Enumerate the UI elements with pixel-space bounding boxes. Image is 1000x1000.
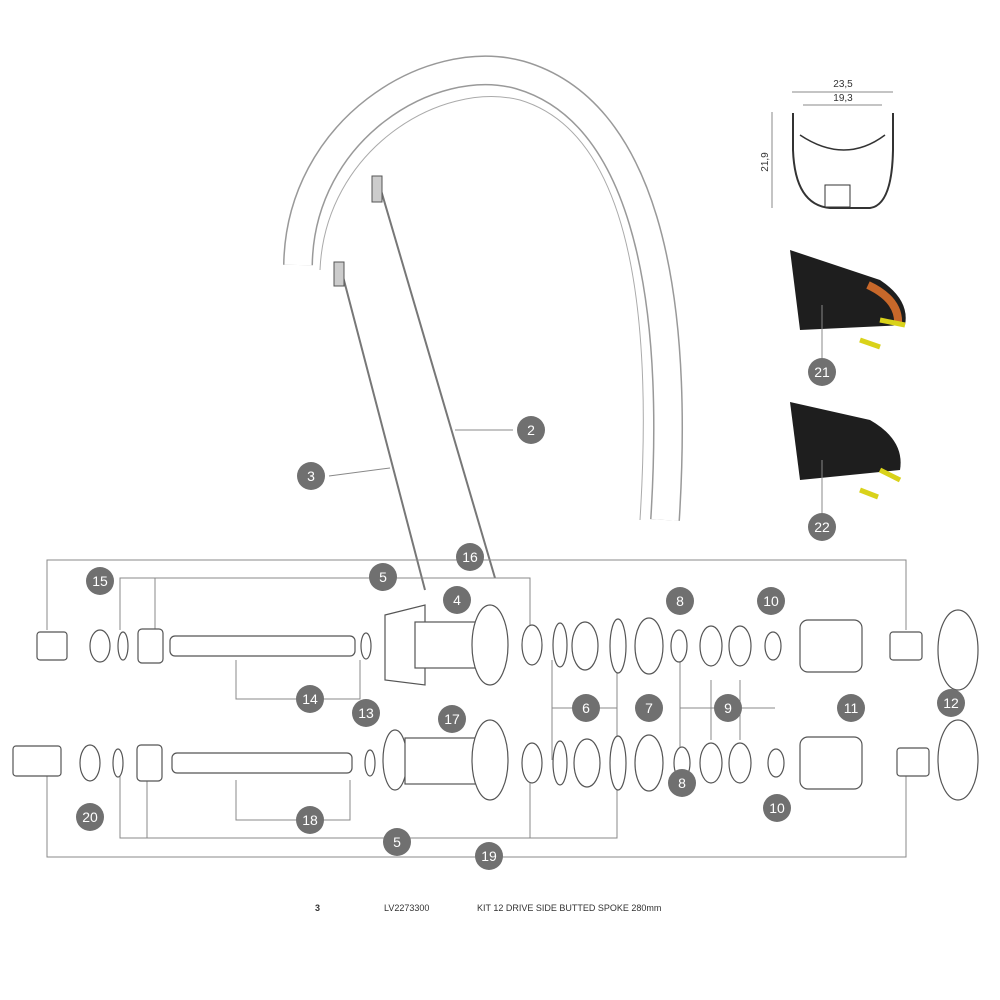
- callout-number: 11: [844, 700, 859, 716]
- callout-9: 9: [714, 694, 742, 722]
- parts-list-description: KIT 12 DRIVE SIDE BUTTED SPOKE 280mm: [477, 903, 662, 913]
- callout-number: 19: [481, 848, 497, 864]
- rim: [283, 55, 683, 521]
- callout-circle: [443, 586, 471, 614]
- callout-14: 14: [296, 685, 324, 713]
- callout-17: 17: [438, 705, 466, 733]
- callout-circle: [763, 794, 791, 822]
- callout-circle: [296, 806, 324, 834]
- rim-profile: 23,5 19,3 21,9: [760, 79, 894, 209]
- callout-circle: [937, 689, 965, 717]
- callout-8: 8: [666, 587, 694, 615]
- callout-18: 18: [296, 806, 324, 834]
- callout-5: 5: [369, 563, 397, 591]
- callout-number: 9: [724, 700, 732, 716]
- tire-22: [790, 402, 902, 500]
- callout-number: 5: [393, 834, 401, 850]
- callout-circle: [808, 358, 836, 386]
- hub-parts-top: [36, 604, 979, 691]
- callout-number: 13: [358, 705, 374, 721]
- callout-16: 16: [456, 543, 484, 571]
- callout-circle: [438, 705, 466, 733]
- callout-circle: [369, 563, 397, 591]
- callout-number: 10: [763, 593, 779, 609]
- callout-circle: [352, 699, 380, 727]
- callout-6: 6: [572, 694, 600, 722]
- callout-circle: [837, 694, 865, 722]
- callout-number: 6: [582, 700, 590, 716]
- callout-number: 10: [769, 800, 785, 816]
- callout-circle: [757, 587, 785, 615]
- callout-circle: [517, 416, 545, 444]
- callout-number: 15: [92, 573, 108, 589]
- callout-19: 19: [475, 842, 503, 870]
- callout-number: 16: [462, 549, 478, 565]
- callout-10: 10: [757, 587, 785, 615]
- callout-circle: [383, 828, 411, 856]
- callout-circle: [86, 567, 114, 595]
- callout-20: 20: [76, 803, 104, 831]
- tire-21: [790, 250, 906, 350]
- callout-circle: [475, 842, 503, 870]
- rim-height: 21,9: [760, 152, 771, 172]
- callout-circle: [666, 587, 694, 615]
- callout-11: 11: [837, 694, 865, 722]
- callout-circle: [296, 685, 324, 713]
- callout-21: 21: [808, 358, 836, 386]
- callout-7: 7: [635, 694, 663, 722]
- callout-4: 4: [443, 586, 471, 614]
- callout-circle: [635, 694, 663, 722]
- callout-number: 3: [307, 468, 315, 484]
- callout-circle: [76, 803, 104, 831]
- callout-8: 8: [668, 769, 696, 797]
- callout-10: 10: [763, 794, 791, 822]
- callout-22: 22: [808, 513, 836, 541]
- callout-circle: [714, 694, 742, 722]
- callout-number: 8: [678, 775, 686, 791]
- callout-number: 20: [82, 809, 98, 825]
- callout-number: 5: [379, 569, 387, 585]
- callout-number: 8: [676, 593, 684, 609]
- callout-number: 7: [645, 700, 653, 716]
- callout-15: 15: [86, 567, 114, 595]
- callout-13: 13: [352, 699, 380, 727]
- callout-circle: [572, 694, 600, 722]
- rim-inner-width: 19,3: [833, 93, 853, 104]
- callout-number: 12: [943, 695, 959, 711]
- callout-number: 22: [814, 519, 830, 535]
- callout-number: 17: [444, 711, 460, 727]
- callout-circle: [808, 513, 836, 541]
- callout-circle: [668, 769, 696, 797]
- parts-list-ref: 3: [315, 903, 321, 913]
- spokes: [333, 175, 496, 591]
- callout-number: 18: [302, 812, 318, 828]
- hub-parts-bottom: [12, 719, 979, 801]
- parts-list-code: LV2273300: [384, 903, 430, 913]
- callout-number: 21: [814, 364, 830, 380]
- callout-number: 4: [453, 592, 461, 608]
- callout-12: 12: [937, 689, 965, 717]
- callout-number: 14: [302, 691, 318, 707]
- callout-5: 5: [383, 828, 411, 856]
- callout-circle: [297, 462, 325, 490]
- callout-number: 2: [527, 422, 535, 438]
- rim-outer-width: 23,5: [833, 79, 853, 90]
- callout-circle: [456, 543, 484, 571]
- callout-3: 3: [297, 462, 325, 490]
- callout-2: 2: [517, 416, 545, 444]
